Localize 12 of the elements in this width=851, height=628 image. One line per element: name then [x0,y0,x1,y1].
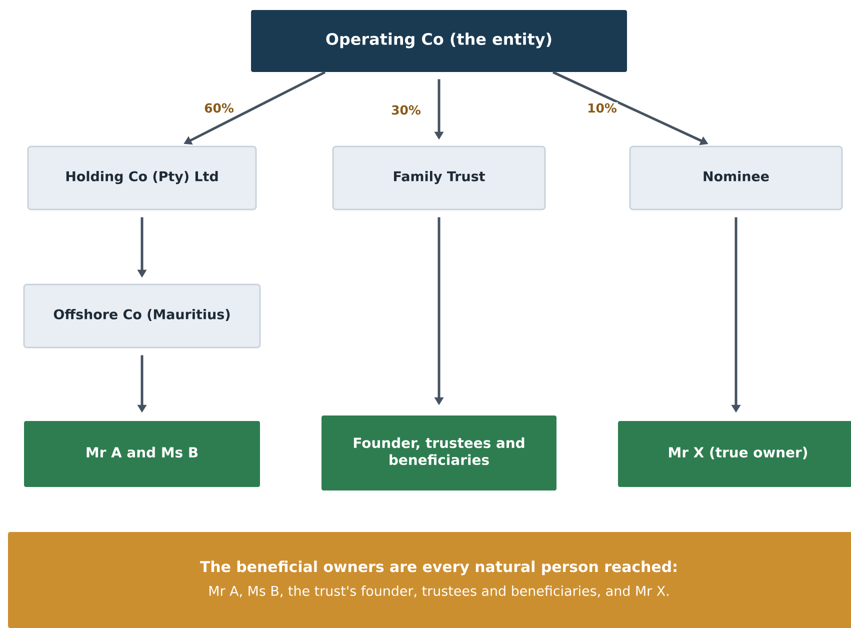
owner-box: Mr A and Ms B [24,421,260,487]
owner-box: Mr X (true owner) [618,421,851,487]
entity-box: Nominee [629,146,843,210]
title-box: Operating Co (the entity) [251,10,627,72]
edge-label: 30% [390,104,422,116]
edge-label: 60% [203,102,235,114]
entity-box: Holding Co (Pty) Ltd [27,146,257,210]
owner-box: Founder, trustees and beneficiaries [322,416,556,490]
entity-box: Offshore Co (Mauritius) [23,284,261,348]
edge-label: 10% [586,102,618,114]
summary-banner: The beneficial owners are every natural person reached: Mr A, Ms B, the trust's founder, trustees and beneficiaries, and Mr X. [8,532,851,628]
entity-box: Family Trust [332,146,546,210]
